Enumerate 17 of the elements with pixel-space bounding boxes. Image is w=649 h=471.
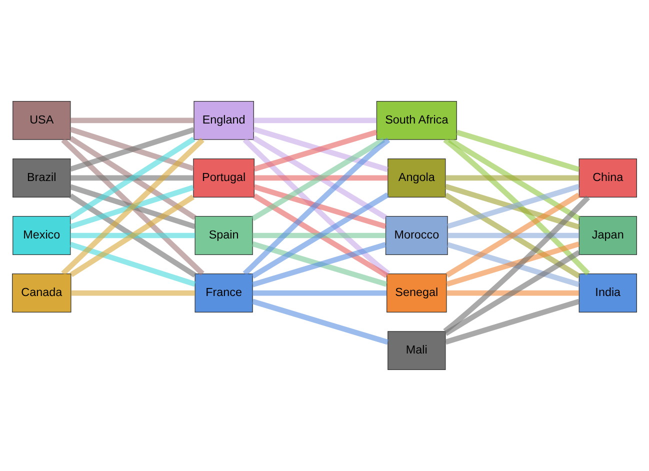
node-box: Morocco [385, 216, 448, 255]
node-box: France [194, 274, 253, 313]
node-box: Spain [194, 216, 253, 255]
node-box: Angola [388, 158, 446, 198]
node-box: England [194, 100, 254, 140]
node-box: India [578, 274, 637, 313]
node-box: Mali [388, 331, 446, 370]
node-box: South Africa [376, 100, 457, 140]
connector [443, 196, 590, 334]
node-box: Senegal [386, 274, 447, 313]
node-box: China [578, 158, 637, 198]
node-box: Canada [12, 274, 72, 313]
node-box: Brazil [12, 158, 71, 198]
node-box: Japan [578, 216, 637, 255]
node-box: Mexico [12, 216, 71, 255]
node-box: Portugal [193, 158, 254, 198]
node-box: USA [12, 100, 71, 140]
